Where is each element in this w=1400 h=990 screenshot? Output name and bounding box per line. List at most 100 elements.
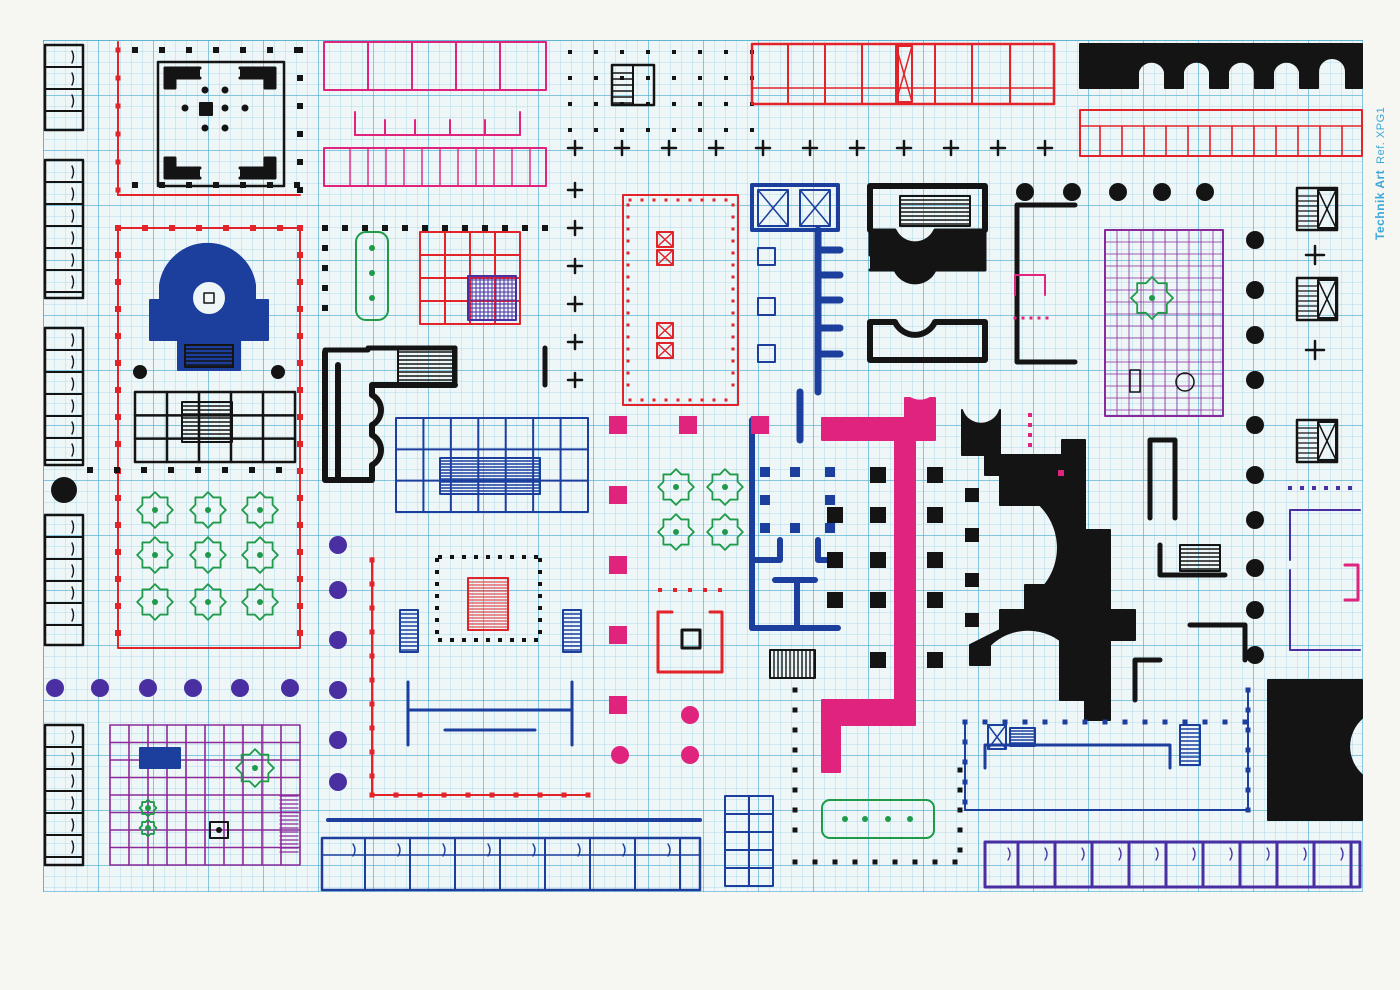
column-dot-icon — [792, 767, 798, 773]
round-column — [681, 706, 699, 724]
cross-column-icon — [754, 139, 772, 157]
column-dot-icon — [201, 86, 209, 94]
tree-icon — [821, 799, 935, 839]
tree-trunk — [205, 552, 211, 558]
column-dot-icon — [435, 558, 439, 562]
cross-column-icon — [566, 219, 584, 237]
door-arc — [71, 209, 75, 223]
column-dot-icon — [1045, 316, 1049, 320]
column-dot-icon — [626, 359, 630, 363]
tree-trunk — [722, 529, 728, 535]
column-dot-icon — [369, 653, 375, 659]
column-dot-icon — [594, 102, 598, 106]
column-dot-icon — [297, 468, 303, 474]
door-arc — [71, 333, 75, 347]
column-dot-icon — [724, 128, 728, 132]
column-dot-icon — [626, 383, 630, 387]
column-dot-icon — [486, 638, 490, 642]
cross-column-icon — [566, 139, 584, 157]
round-column — [1246, 646, 1264, 664]
column-dot-icon — [731, 371, 735, 375]
pier — [927, 467, 943, 483]
column-dot-icon — [652, 398, 656, 402]
door-arc — [622, 843, 626, 857]
cross-column-icon — [566, 371, 584, 389]
column-dot-icon — [626, 239, 630, 243]
room-outline — [320, 836, 702, 892]
column-dot-icon — [698, 50, 702, 54]
round-column — [611, 746, 629, 764]
column-dot-icon — [952, 859, 958, 865]
column-dot-icon — [216, 827, 222, 833]
room-outline — [1079, 109, 1363, 157]
tree-trunk — [257, 599, 263, 605]
tree-canopy — [136, 536, 174, 574]
column-dot-icon — [322, 265, 328, 271]
tree-icon — [136, 583, 174, 621]
column-dot-icon — [486, 555, 490, 559]
column-dot-icon — [393, 792, 399, 798]
door-arc — [397, 843, 401, 857]
column-dot-icon — [201, 124, 209, 132]
blue-hall — [395, 417, 589, 513]
door-arc — [71, 840, 75, 854]
wall-path — [1132, 657, 1163, 703]
column-dot-icon — [362, 225, 368, 231]
round-column — [91, 679, 109, 697]
column-dot-icon — [626, 311, 630, 315]
room-grid — [724, 795, 774, 887]
door-arc — [71, 275, 75, 289]
spine-mass — [821, 397, 936, 773]
column-dot-icon — [957, 807, 963, 813]
tree-canopy — [657, 468, 695, 506]
door-arc — [71, 730, 75, 744]
column-dot-icon — [626, 215, 630, 219]
pier — [927, 652, 943, 668]
column-dot-icon — [297, 252, 303, 258]
tree-trunk — [369, 295, 375, 301]
hatched-strip — [279, 795, 299, 853]
column-dot-icon — [322, 245, 328, 251]
column-dot-icon — [115, 549, 121, 555]
pier — [965, 573, 979, 587]
cross-column-icon — [942, 139, 960, 157]
column-dot-icon — [115, 576, 121, 582]
door-arc — [71, 443, 75, 457]
tree-trunk — [152, 507, 158, 513]
cross-column-icon — [707, 139, 725, 157]
column-dot-icon — [1028, 433, 1032, 437]
pier-grid — [769, 467, 963, 865]
column-dot-icon — [1122, 719, 1128, 725]
column-dot-icon — [241, 104, 249, 112]
niche-wall — [322, 345, 548, 483]
tree-icon — [657, 468, 695, 506]
door-arc — [71, 50, 75, 64]
column-dot-icon — [132, 182, 138, 188]
column-dot-icon — [369, 629, 375, 635]
column-dot-icon — [594, 50, 598, 54]
column-dot-icon — [132, 47, 138, 53]
red-cell-strip — [750, 42, 1056, 106]
column-dot-icon — [267, 47, 273, 53]
tree-icon — [136, 491, 174, 529]
door-arc — [442, 843, 446, 857]
column-dot-icon — [271, 365, 285, 379]
round-column — [1246, 371, 1264, 389]
column-dot-icon — [1002, 719, 1008, 725]
door-arc — [532, 843, 536, 857]
niches — [322, 349, 458, 483]
tree-canopy — [241, 491, 279, 529]
column-dot-icon — [731, 287, 735, 291]
pier — [965, 613, 979, 627]
wall-path — [656, 610, 724, 674]
door-arc — [1192, 847, 1196, 861]
elevator-icon — [1317, 279, 1337, 319]
column-dot-icon — [369, 792, 375, 798]
column-dot-icon — [196, 225, 202, 231]
column-dot-icon — [422, 225, 428, 231]
column-dot-icon — [672, 76, 676, 80]
wall-path — [867, 183, 988, 233]
column-dot-icon — [626, 263, 630, 267]
column-dot-icon — [1082, 719, 1088, 725]
purple-hall — [1104, 229, 1224, 417]
